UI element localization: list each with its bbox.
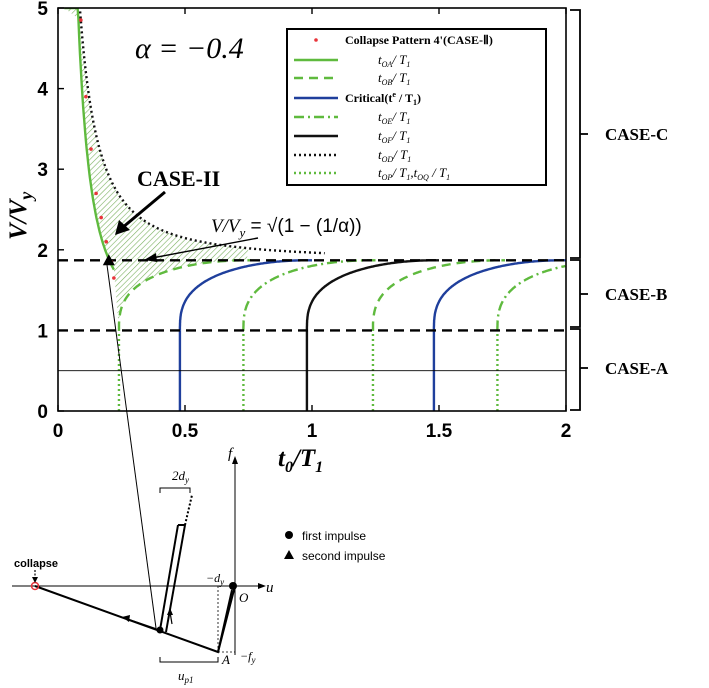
inset-second-impulse-marker xyxy=(156,626,164,634)
second-impulse-legend-label: second impulse xyxy=(302,549,386,563)
y-tick-label: 3 xyxy=(37,160,48,181)
inset-u-label: u xyxy=(266,580,274,596)
alpha-label: α = −0.4 xyxy=(135,32,244,65)
case-ii-marker xyxy=(102,254,115,266)
inset-collapse-label: collapse xyxy=(14,558,58,570)
collapse-point xyxy=(79,18,83,22)
x-axis-label: t0/T1 xyxy=(278,445,323,476)
collapse-point xyxy=(84,94,88,99)
inset-pointer-line xyxy=(106,264,157,629)
series-rise-6 xyxy=(496,264,566,331)
collapse-point xyxy=(94,191,98,196)
inset-first-impulse-marker xyxy=(229,582,237,590)
reference-lines xyxy=(58,259,566,372)
legend-label-2: tOB/ T1 xyxy=(378,70,410,87)
legend-box xyxy=(286,28,547,186)
x-tick-label: 1.5 xyxy=(426,421,453,442)
inset-diagram: f u O A −dy −fy 2dy up1 collapse xyxy=(12,446,274,685)
inset-u-arrowhead xyxy=(258,583,266,589)
series-tOD xyxy=(78,8,325,255)
series-rise-3 xyxy=(305,259,439,331)
axis-ticks: 0 0.5 1 1.5 2 0 1 2 3 4 5 xyxy=(37,0,571,442)
collapse-points xyxy=(79,18,116,280)
collapse-point xyxy=(104,239,109,244)
inset-unload-line xyxy=(124,617,161,631)
inset-f-arrowhead xyxy=(232,456,238,464)
inset-elastic-2 xyxy=(159,524,179,631)
y-tick-label: 5 xyxy=(37,0,48,20)
case-ii-label: CASE-II xyxy=(137,166,220,191)
collapse-point xyxy=(112,276,116,280)
case-a-label: CASE-A xyxy=(605,359,669,378)
case-c-label: CASE-C xyxy=(605,125,668,144)
inset-up1: up1 xyxy=(178,668,194,685)
series-rise-5 xyxy=(432,259,566,331)
legend-label-5: tOF/ T1 xyxy=(378,128,410,145)
inset-unload-arrowhead xyxy=(122,615,130,622)
asymptote-formula: V/Vy = √(1 − (1/α)) xyxy=(211,216,362,240)
y-axis-label: V/Vy xyxy=(5,191,36,240)
case-ii-arrowhead xyxy=(115,220,130,235)
case-ii-arrow xyxy=(121,190,166,230)
y-tick-label: 1 xyxy=(37,321,48,342)
inset-origin-label: O xyxy=(239,590,249,605)
inset-load-path xyxy=(34,585,236,654)
inset-neg-dy: −dy xyxy=(206,571,224,587)
series-rise-4 xyxy=(371,259,505,331)
legend-label-0: Collapse Pattern 4'(CASE-Ⅱ) xyxy=(345,33,493,47)
inset-2dy: 2dy xyxy=(172,468,189,485)
inset-dotted-rise xyxy=(184,494,193,526)
inset-up1-bracket xyxy=(159,657,219,663)
x-tick-label: 1 xyxy=(307,421,318,442)
x-tick-label: 2 xyxy=(561,421,572,442)
legend-label-1: tOA/ T1 xyxy=(378,52,410,69)
collapse-point xyxy=(89,147,93,151)
first-impulse-legend-label: first impulse xyxy=(302,529,366,543)
first-impulse-legend-marker xyxy=(285,531,293,539)
x-tick-label: 0.5 xyxy=(172,421,199,442)
inset-2dy-bracket xyxy=(159,487,191,493)
collapse-point xyxy=(99,215,103,220)
inset-elastic-1 xyxy=(217,589,233,653)
y-tick-label: 0 xyxy=(37,402,48,423)
legend-label-6: tOD/ T1 xyxy=(378,147,411,164)
case-ii-hatch xyxy=(64,8,249,331)
series-rise-1 xyxy=(178,259,312,331)
case-b-label: CASE-B xyxy=(605,285,667,304)
legend-label-3: Critical(te / T1) xyxy=(345,90,421,107)
series-rise-0 xyxy=(117,259,251,331)
formula-arrow xyxy=(151,237,259,259)
series-tOA xyxy=(64,8,115,271)
formula-arrowhead xyxy=(144,253,157,262)
legend-point-swatch xyxy=(314,38,318,42)
case-ii-hatched-region xyxy=(64,8,249,331)
case-brackets xyxy=(570,9,588,411)
y-tick-label: 4 xyxy=(37,80,48,101)
series-rise-2 xyxy=(242,259,376,331)
legend-label-7: tOP/ T1,tOQ / T1 xyxy=(378,165,450,182)
y-tick-label: 2 xyxy=(37,241,48,262)
x-tick-label: 0 xyxy=(53,421,64,442)
inset-f-label: f xyxy=(228,446,234,462)
second-impulse-legend-marker xyxy=(284,550,294,559)
inset-legend: first impulse second impulse xyxy=(284,529,386,563)
inset-a-label: A xyxy=(221,652,230,667)
inset-neg-fy: −fy xyxy=(240,649,255,665)
legend-label-4: tOE/ T1 xyxy=(378,109,410,126)
